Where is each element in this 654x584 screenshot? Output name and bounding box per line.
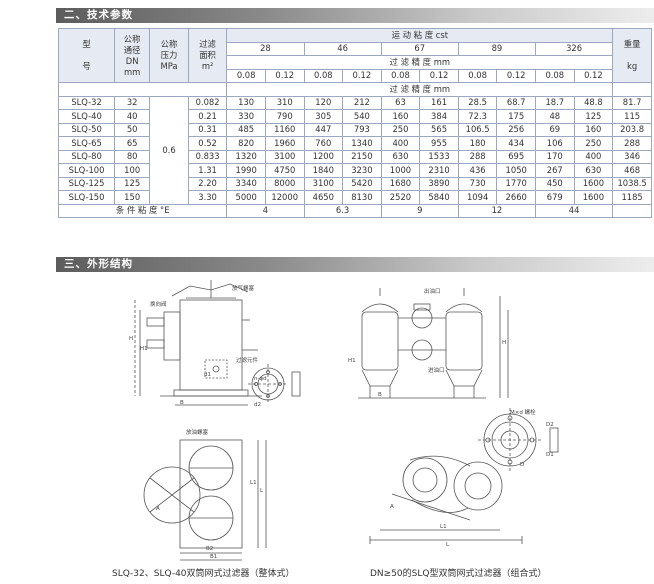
label-h: H	[129, 336, 134, 342]
label-d2: d2	[254, 402, 261, 408]
tech-params-table: 型 号 公称 通径 DN mm 公称 压力 MPa 过滤 面积 m² 运 动 粘…	[57, 28, 652, 218]
header-area: 过滤 面积 m²	[187, 28, 228, 83]
label-b2: B2	[206, 546, 214, 552]
left-flange-detail	[248, 364, 301, 404]
header-pressure: 公称 压力 MPa	[149, 28, 189, 83]
table-row: SLQ-150 150 3.30 5000 12000 4650 8130 25…	[57, 190, 652, 205]
label-right-h1: H1	[348, 358, 356, 364]
caption-integral-type: SLQ-32、SLQ-40双筒网式过滤器（整体式）	[112, 569, 295, 579]
left-side-view	[134, 280, 262, 406]
caption-combined-type: DN≥50的SLQ型双筒网式过滤器（组合式）	[370, 569, 547, 579]
header-dn: 公称 通径 DN mm	[114, 28, 151, 83]
section-header-structure: 三、外形结构	[56, 257, 654, 272]
label-right-d2: D2	[546, 422, 554, 428]
label-filter-element: 过滤元件	[236, 358, 259, 364]
label-nut: M×d 螺栓	[510, 410, 536, 416]
label-n-holes: n-φd	[254, 376, 267, 382]
header-model: 型 号	[57, 28, 116, 83]
header-viscosity: 运 动 粘 度 cst	[226, 28, 614, 43]
table-row: SLQ-125 125 2.20 3340 8000 3100 5420 168…	[57, 176, 652, 191]
right-front-view	[358, 288, 509, 399]
label-right-d: D	[520, 462, 525, 468]
precision-values-row: 0.08 0.12 0.08 0.12 0.08 0.12 0.08 0.12 …	[59, 68, 652, 83]
label-h1: H1	[140, 346, 148, 352]
label-d1: d1	[204, 372, 211, 378]
right-flange-detail	[478, 408, 559, 472]
table-row: SLQ-100 100 1.31 1990 4750 1840 3230 100…	[57, 163, 652, 178]
label-l: L	[260, 488, 264, 494]
label-inlet: 进油口	[428, 368, 445, 374]
label-vent-screw: 放气螺塞	[232, 286, 255, 292]
left-top-view	[143, 439, 267, 561]
header-weight: 重量 kg	[612, 28, 652, 83]
label-b1: B1	[210, 554, 218, 560]
label-right-a: A	[390, 504, 394, 510]
condition-label: 条 件 粘 度 °E	[57, 203, 228, 218]
label-right-l: L	[446, 542, 450, 548]
viscosity-values-row: 28 46 67 89 326	[59, 41, 652, 56]
label-switch-handle: 换向阀	[150, 302, 167, 308]
label-right-l1: L1	[440, 524, 447, 530]
label-a: A	[156, 506, 160, 512]
label-drain-screw: 放油螺塞	[186, 430, 209, 436]
table-row: SLQ-65 65 0.52 820 1960 760 1340 400 955…	[57, 136, 652, 151]
label-outlet: 出油口	[424, 289, 441, 295]
right-top-view	[369, 455, 523, 544]
label-right-b: B	[378, 392, 382, 398]
condition-viscosity-row: 条 件 粘 度 °E 4 6.3 9 12 44	[57, 203, 652, 218]
label-b: B	[180, 400, 184, 406]
label-right-d1: D1	[546, 452, 554, 458]
label-l1: L1	[250, 480, 257, 486]
section-header-tech-params: 二、技术参数	[56, 8, 654, 23]
label-right-h: H	[502, 340, 507, 346]
